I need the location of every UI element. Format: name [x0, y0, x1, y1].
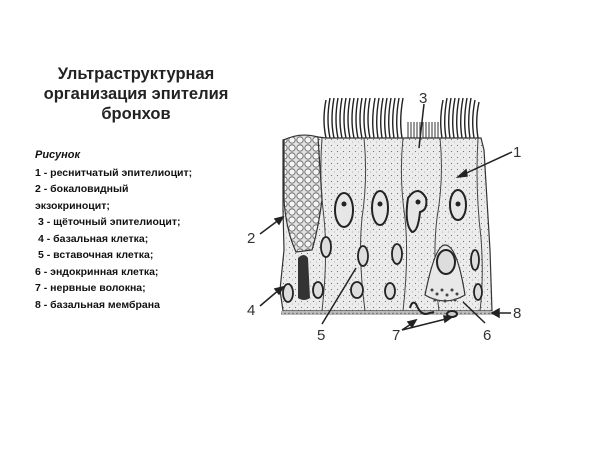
label-8: 8	[513, 305, 521, 322]
nucleoli	[341, 199, 461, 207]
legend-item-5: 5 - вставочная клетка;	[38, 249, 154, 261]
legend-item-4: 4 - базальная клетка;	[38, 232, 149, 245]
label-6: 6	[483, 327, 491, 344]
cilia-right	[440, 97, 480, 139]
title-line-1: Ультраструктурная	[57, 65, 215, 83]
slide-title: Ультраструктурная организация эпителия б…	[30, 64, 242, 124]
nuclei-large	[334, 189, 467, 234]
label-4: 4	[247, 302, 255, 319]
goblet-cell-nucleus	[298, 255, 310, 300]
legend-caption: Рисунок	[35, 149, 81, 161]
legend-item-3: 3 - щёточный эпителиоцит;	[38, 216, 181, 228]
legend-item-1: 1 - реснитчатый эпителиоцит;	[35, 166, 193, 179]
goblet-cell	[283, 134, 323, 253]
title-line-2: организация эпителия	[43, 85, 229, 103]
cell-borders	[320, 137, 483, 312]
label-7: 7	[392, 327, 400, 344]
legend-item-2: 2 - бокаловидный	[35, 183, 129, 195]
legend-item-7: 7 - нервные волокна;	[35, 282, 146, 294]
label-5: 5	[317, 327, 325, 344]
label-3: 3	[419, 90, 427, 107]
basement-membrane	[281, 311, 493, 315]
nuclei-small	[282, 236, 483, 303]
title-line-3: бронхов	[101, 105, 171, 123]
legend-item-2-cont: экзокриноцит;	[35, 199, 110, 212]
cilia-left	[323, 97, 404, 139]
microvilli-brush-cell	[407, 122, 439, 138]
pointer-lines	[259, 103, 513, 331]
legend-item-6: 6 - эндокринная клетка;	[35, 265, 159, 278]
figure-legend: Рисунок 1 - реснитчатый эпителиоцит; 2 -…	[35, 147, 245, 313]
label-2: 2	[247, 230, 255, 247]
legend-item-8: 8 - базальная мембрана	[35, 298, 160, 311]
endocrine-cell	[424, 244, 466, 303]
label-1: 1	[513, 144, 521, 161]
